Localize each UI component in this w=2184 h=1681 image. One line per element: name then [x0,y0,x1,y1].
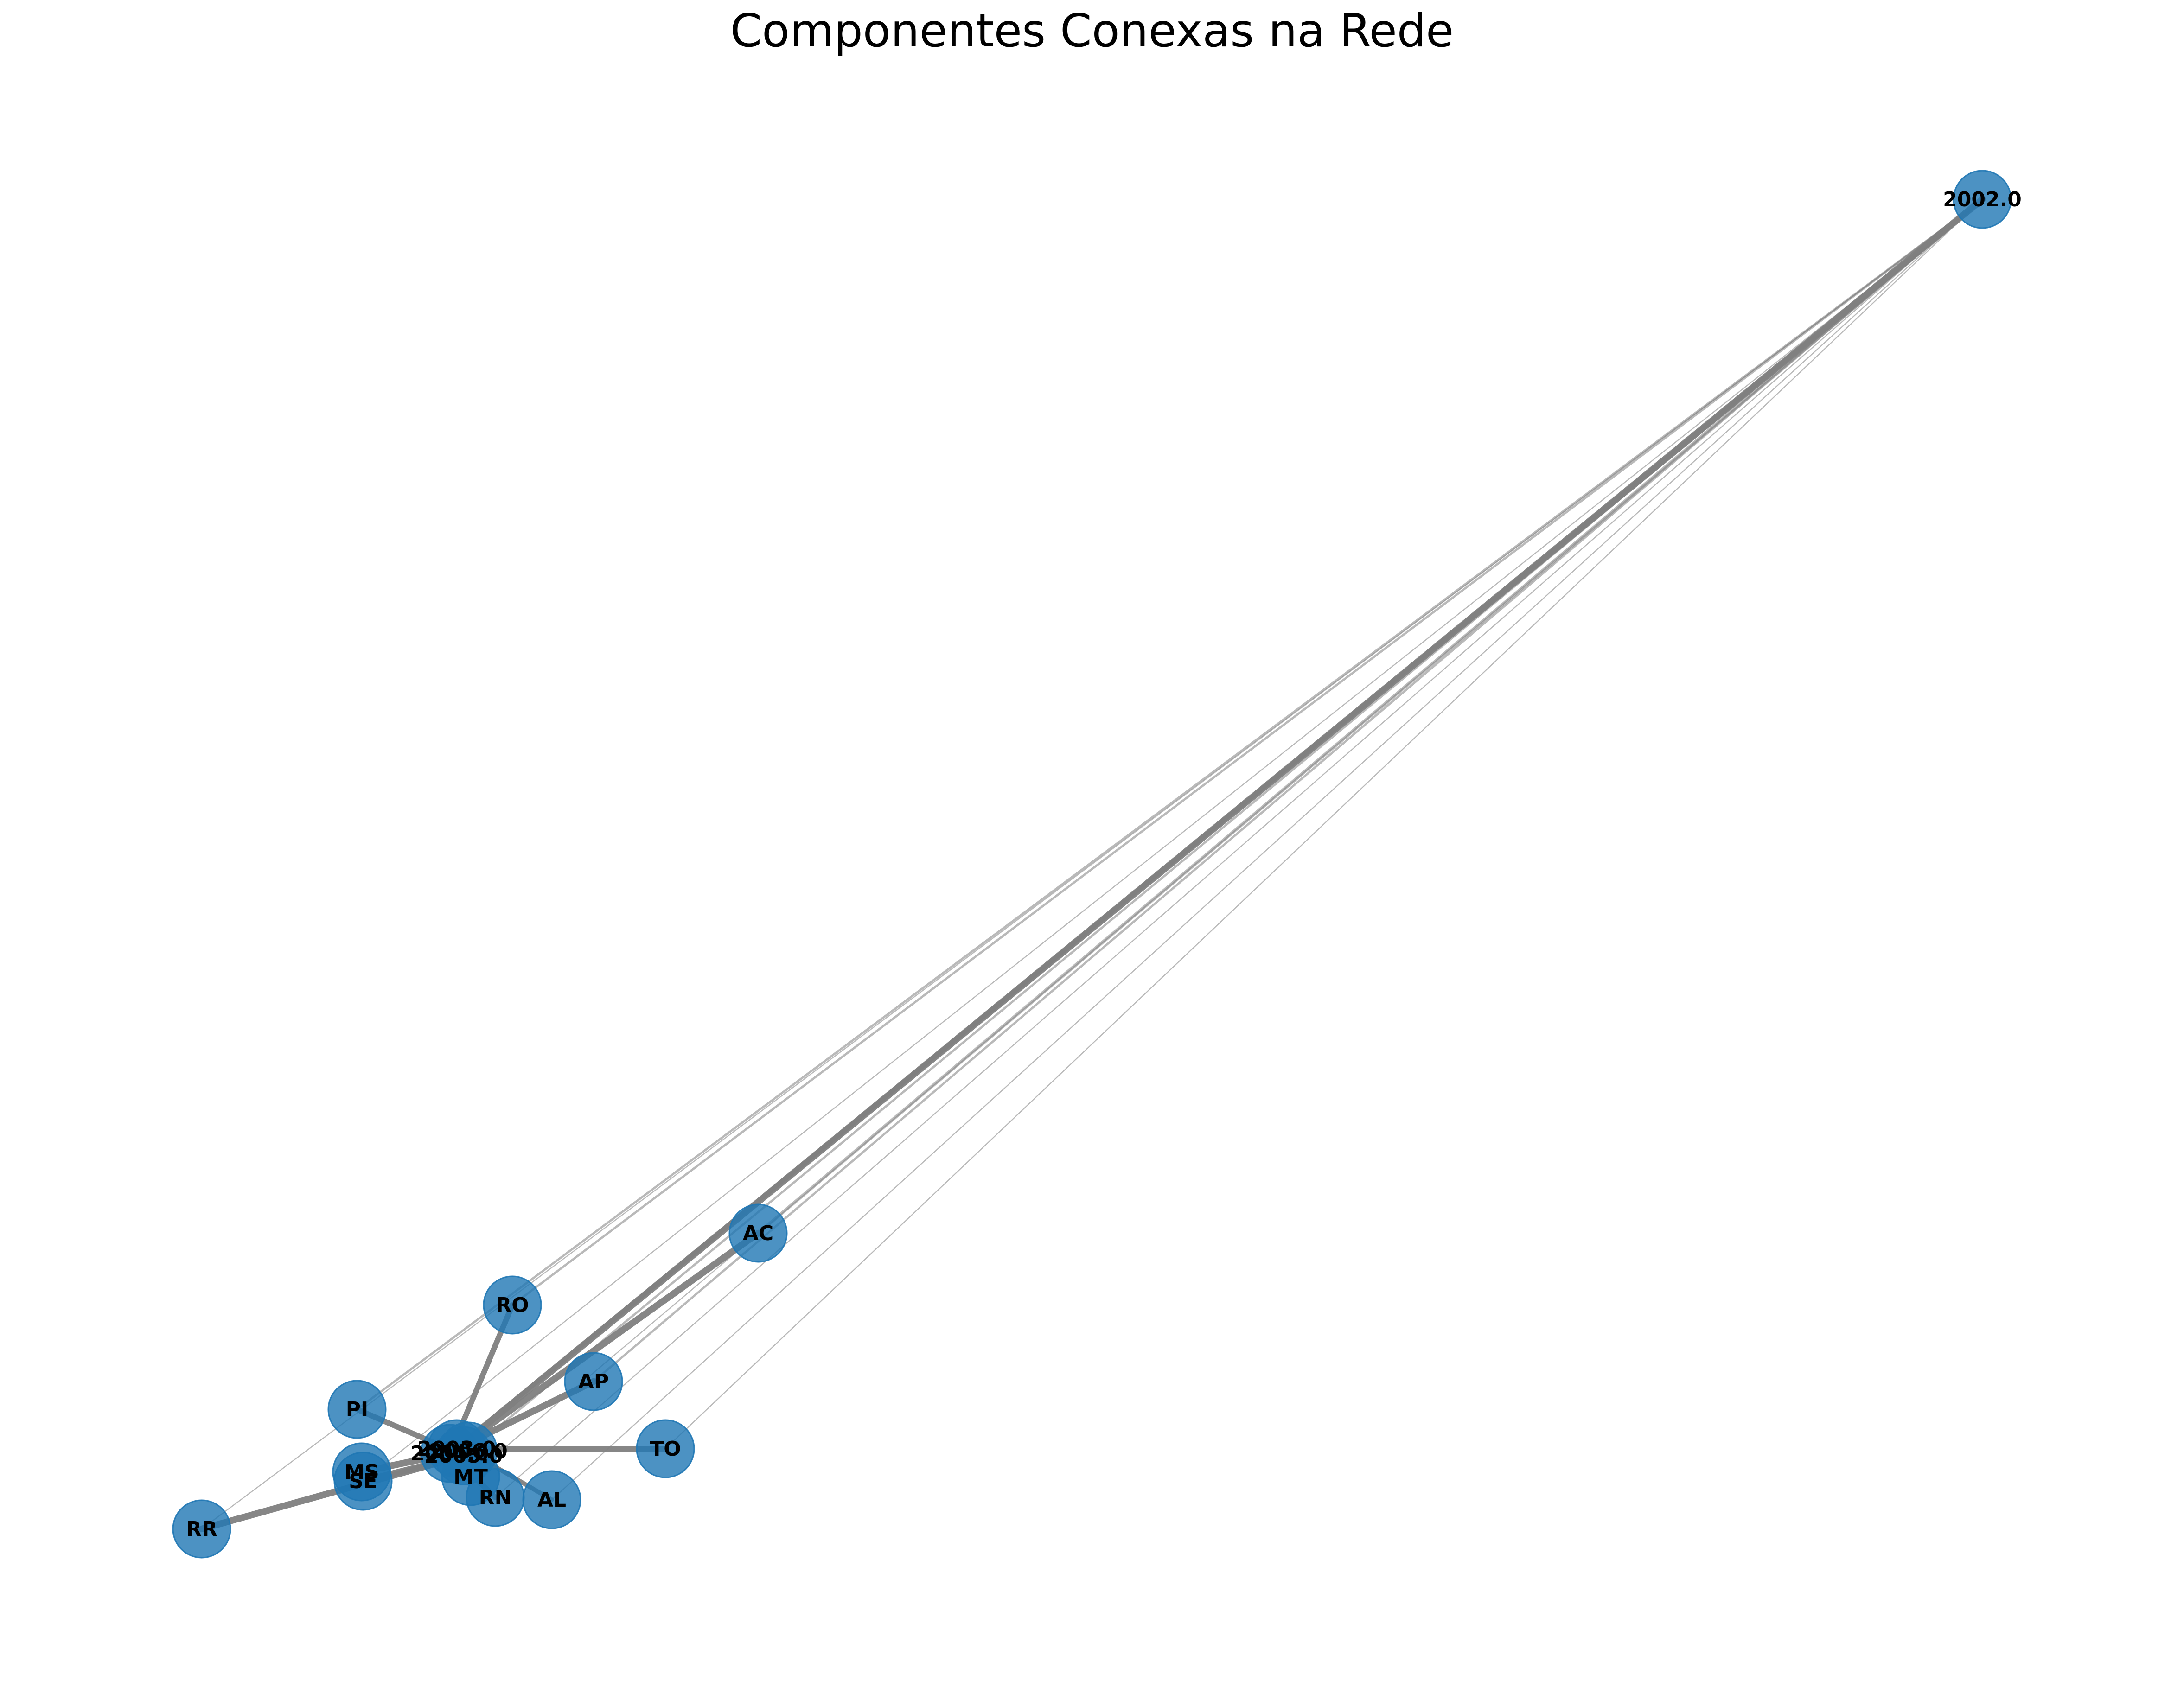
node-label-PI: PI [346,1398,369,1421]
nodes-layer [172,170,2012,1559]
node-TO[interactable] [636,1419,695,1478]
node-label-hub3: 2005.0 [424,1444,503,1468]
node-label-hub4: 2006.0 [429,1439,508,1463]
node-label-RR: RR [186,1517,217,1541]
node-label-AC: AC [743,1222,773,1245]
node-label-RN: RN [479,1486,512,1509]
edge-n2002-AP [592,198,1984,1383]
edge-n2002-SE [362,198,1983,1482]
node-PI[interactable] [327,1380,387,1439]
edge-n2002-MT [470,198,1983,1477]
node-label-RO: RO [496,1293,529,1317]
node-AL[interactable] [522,1470,581,1529]
edge-RR-hub3 [198,1452,467,1533]
edge-n2002-RO [511,198,1984,1306]
node-RR[interactable] [172,1499,231,1559]
node-label-hub1: 2003.0 [417,1437,496,1461]
node-label-AP: AP [578,1370,609,1394]
node-AC[interactable] [728,1203,788,1263]
edge-n2002-RN [494,198,1983,1498]
node-SE[interactable] [333,1452,393,1511]
node-AP[interactable] [564,1352,623,1411]
graph-title: Componentes Conexas na Rede [730,5,1454,57]
node-label-AL: AL [537,1488,566,1512]
node-label-SE: SE [349,1470,377,1493]
node-RO[interactable] [483,1275,542,1335]
edge-n2002-TO [664,198,1983,1450]
node-hub4[interactable] [439,1421,498,1481]
edge-n2002-hub2 [447,197,1985,1456]
edge-n2002-hub3 [462,198,1984,1457]
edge-AC-hub1 [453,1229,762,1452]
node-label-MT: MT [453,1465,488,1489]
edge-n2002-AL [551,198,1983,1501]
node-label-TO: TO [650,1437,681,1461]
node-label-hub2: 2004.0 [410,1442,489,1465]
node-n2002[interactable] [1953,170,2012,229]
node-label-n2002: 2002.0 [1943,188,2022,211]
node-label-MS: MS [344,1460,379,1484]
